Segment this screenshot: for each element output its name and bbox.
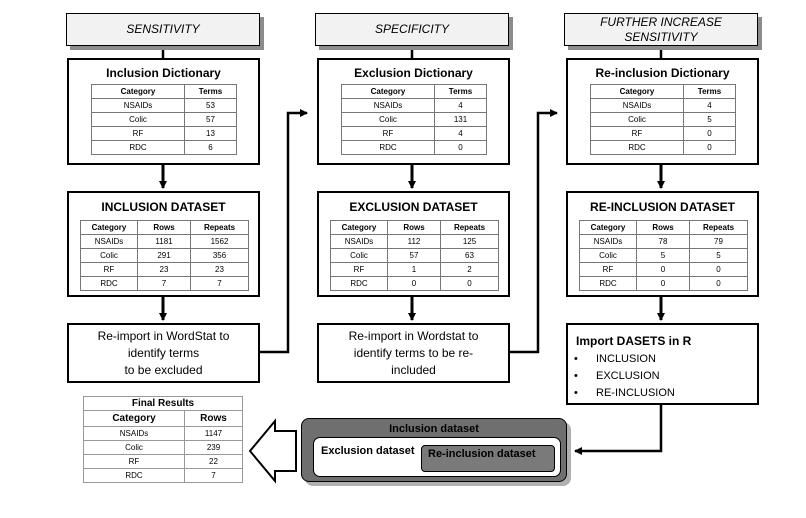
reinclusion-dataset-label: Re-inclusion dataset <box>428 448 536 460</box>
inclusion-dictionary-box: Inclusion Dictionary Category Terms NSAI… <box>67 58 260 165</box>
exclusion-dataset-label: Exclusion dataset <box>321 445 415 457</box>
list-item: INCLUSION <box>574 351 675 368</box>
list-item: EXCLUSION <box>574 368 675 385</box>
reinclusion-dictionary-box: Re-inclusion Dictionary Category Terms N… <box>566 58 759 165</box>
col-terms: Terms <box>434 84 487 99</box>
inclusion-dataset-title: INCLUSION DATASET <box>101 200 226 214</box>
header-specificity: SPECIFICITY <box>315 13 509 46</box>
final-results-title: Final Results <box>83 396 243 411</box>
col-terms: Terms <box>683 84 736 99</box>
list-item: RE-INCLUSION <box>574 385 675 402</box>
inclusion-dataset-container: Inclusion dataset Exclusion dataset Re-i… <box>301 418 567 482</box>
exclusion-dictionary-box: Exclusion Dictionary Category Terms NSAI… <box>317 58 510 165</box>
inclusion-dictionary-title: Inclusion Dictionary <box>106 66 221 80</box>
exclusion-dataset-box: EXCLUSION DATASET Category Rows Repeats … <box>317 191 510 297</box>
hollow-left-arrow <box>248 418 297 484</box>
reinclusion-dataset-title: RE-INCLUSION DATASET <box>590 200 735 214</box>
header-sensitivity: SENSITIVITY <box>66 13 260 46</box>
col-terms: Terms <box>184 84 237 99</box>
reinclusion-dataset-box: RE-INCLUSION DATASET Category Rows Repea… <box>566 191 759 297</box>
import-datasets-list: INCLUSION EXCLUSION RE-INCLUSION <box>574 351 675 402</box>
exclusion-dictionary-title: Exclusion Dictionary <box>354 66 473 80</box>
col-category: Category <box>590 84 684 99</box>
import-datasets-r-title: Import DASETS in R <box>576 334 692 348</box>
reinclusion-dictionary-title: Re-inclusion Dictionary <box>595 66 730 80</box>
reinclusion-dataset-container: Re-inclusion dataset <box>421 445 555 472</box>
exclusion-dataset-container: Exclusion dataset Re-inclusion dataset <box>313 437 561 477</box>
reimport-wordstat-excluded-box: Re-import in WordStat to identify terms … <box>67 323 260 383</box>
inclusion-dataset-box: INCLUSION DATASET Category Rows Repeats … <box>67 191 260 297</box>
import-datasets-r-box: Import DASETS in R INCLUSION EXCLUSION R… <box>566 323 759 405</box>
reimport-wordstat-reincluded-box: Re-import in Wordstat to identify terms … <box>317 323 510 383</box>
header-further-increase-sensitivity: FURTHER INCREASE SENSITIVITY <box>564 13 758 46</box>
col-category: Category <box>341 84 435 99</box>
col-category: Category <box>91 84 185 99</box>
arrow-reimport2-to-reinclusion <box>509 109 558 354</box>
arrow-reimport1-to-exclusion <box>259 109 308 354</box>
arrow-import-to-nested <box>574 405 663 455</box>
inclusion-dataset-label: Inclusion dataset <box>389 423 479 435</box>
exclusion-dataset-title: EXCLUSION DATASET <box>349 200 478 214</box>
